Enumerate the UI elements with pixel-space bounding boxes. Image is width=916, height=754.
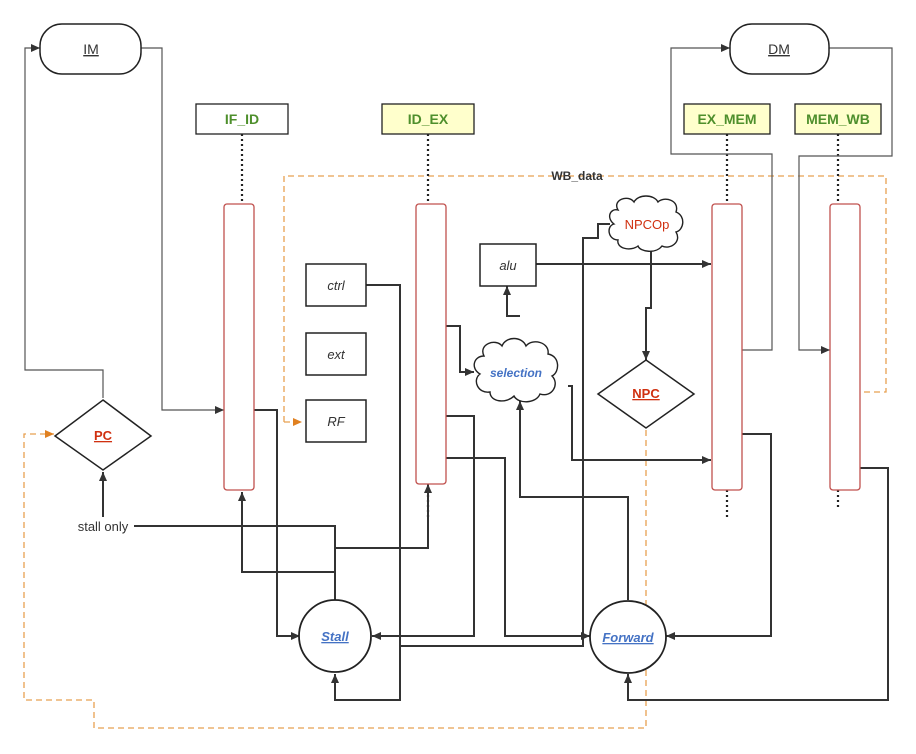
mem-wb-label: MEM_WB [806,111,870,127]
ex-mem-label-box: EX_MEM [683,103,771,135]
wb-data-label: WB_data [551,169,603,183]
im-label: IM [83,41,99,57]
wb-data-dashed-path [23,175,887,729]
memory-connections [24,44,893,414]
selection-label: selection [490,366,542,380]
datapath-lines [99,223,889,701]
rf-unit: RF [305,399,367,443]
npcop-label: NPCOp [625,217,670,232]
im-node: IM [39,23,142,75]
pipeline-registers [223,203,861,491]
id-ex-label-box: ID_EX [381,103,475,135]
mem-wb-register [829,203,861,491]
ctrl-label: ctrl [327,278,345,293]
ext-label: ext [327,347,346,362]
npcop-cloud: NPCOp [608,195,684,252]
if-id-register [223,203,255,491]
forward-unit: Forward [589,600,667,674]
stage-dotted-lines [240,134,840,520]
ex-mem-register [711,203,743,491]
dm-node: DM [729,23,830,75]
ex-mem-label: EX_MEM [697,111,756,127]
pc-unit: PC [53,399,153,471]
dm-label: DM [768,41,790,57]
stall-label: Stall [321,629,349,644]
pc-label: PC [94,428,113,443]
npc-unit: NPC [596,359,696,429]
mem-wb-label-box: MEM_WB [794,103,882,135]
npc-label: NPC [632,386,660,401]
alu-label: alu [499,258,516,273]
id-ex-register [415,203,447,485]
selection-cloud: selection [473,337,559,403]
alu-unit: alu [479,243,537,287]
id-ex-label: ID_EX [408,111,449,127]
stall-only-label: stall only [78,519,129,534]
ctrl-unit: ctrl [305,263,367,307]
stall-unit: Stall [298,599,372,673]
if-id-label: IF_ID [225,111,259,127]
forward-label: Forward [602,630,654,645]
rf-label: RF [327,414,345,429]
ext-unit: ext [305,332,367,376]
if-id-label-box: IF_ID [195,103,289,135]
